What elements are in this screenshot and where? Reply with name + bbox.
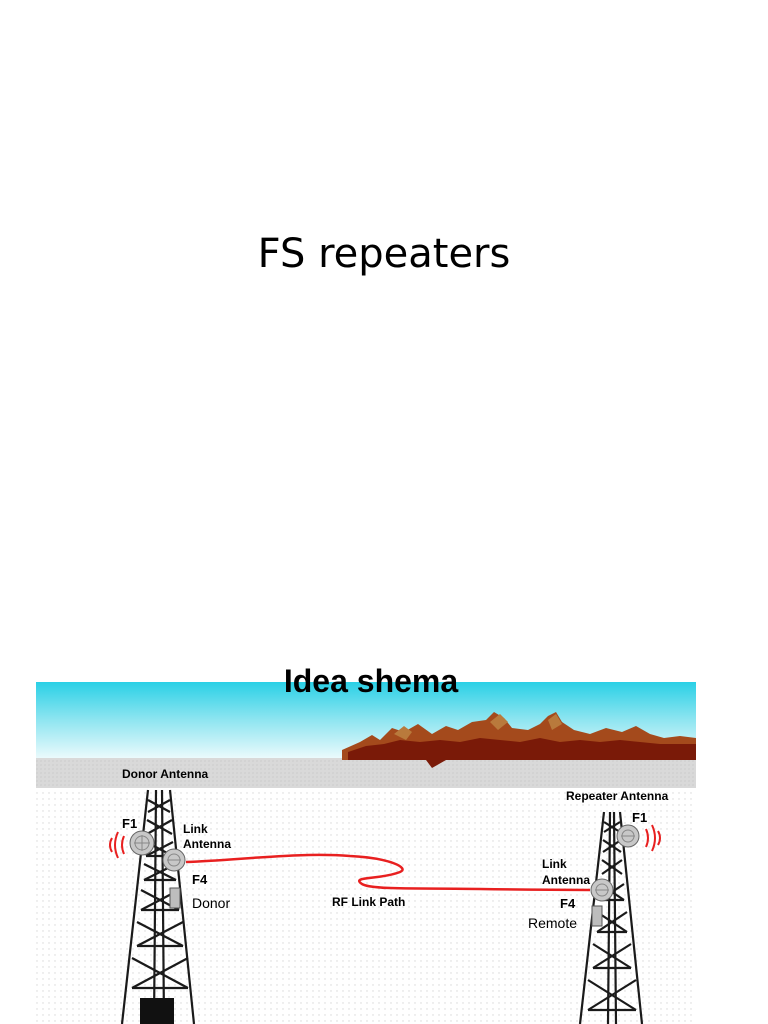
mountain-range	[342, 712, 696, 768]
donor-link-dish-icon	[162, 848, 186, 872]
repeater-signal-wave-icon	[645, 824, 661, 852]
repeater-dish-icon	[616, 824, 640, 848]
repeater-link-dish-icon	[590, 878, 614, 902]
label-f4-right: F4	[560, 896, 576, 911]
label-f1-right: F1	[632, 810, 647, 825]
label-donor: Donor	[192, 895, 230, 911]
label-link-antenna-right-1: Link	[542, 857, 567, 871]
donor-signal-wave-icon	[109, 831, 125, 859]
rf-link-path-line	[185, 853, 591, 892]
label-link-antenna-left-1: Link	[183, 822, 208, 836]
label-link-antenna-right-2: Antenna	[542, 873, 590, 887]
repeater-f4-unit	[591, 905, 603, 927]
donor-f4-unit	[169, 887, 181, 909]
label-repeater-antenna: Repeater Antenna	[566, 789, 669, 803]
slide-title: FS repeaters	[257, 231, 511, 277]
ground-strip	[36, 758, 696, 788]
label-rf-link-path: RF Link Path	[332, 895, 405, 909]
label-link-antenna-left-2: Antenna	[183, 837, 231, 851]
diagram-title: Idea shema	[284, 663, 459, 699]
label-remote: Remote	[528, 915, 577, 931]
donor-equipment-box	[140, 998, 174, 1024]
label-f4-left: F4	[192, 872, 208, 887]
label-donor-antenna: Donor Antenna	[122, 767, 209, 781]
label-f1-left: F1	[122, 816, 137, 831]
donor-dish-icon	[129, 830, 155, 856]
dotted-field	[36, 788, 696, 1024]
